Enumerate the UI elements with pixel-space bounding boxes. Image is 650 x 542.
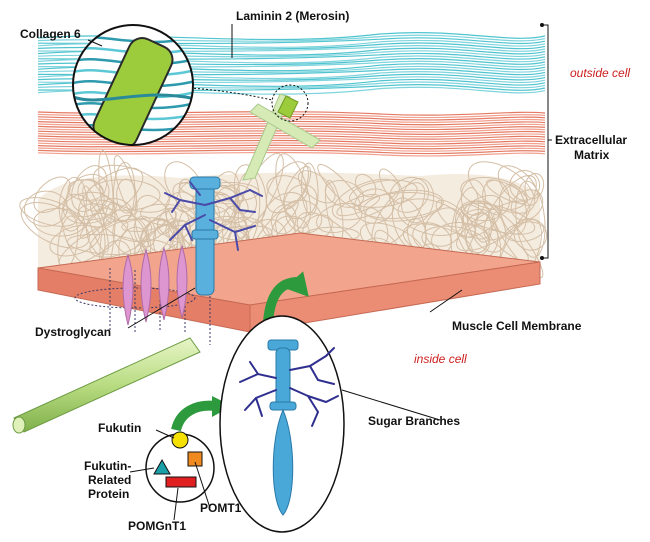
outside-cell-label: outside cell [570,66,630,80]
extracellular-label-line2: Matrix [574,148,610,162]
collagen-label: Collagen 6 [20,27,81,41]
sugar-chains-detail [239,347,339,427]
dystroglycan-rod [189,176,221,296]
dystroglycan-detail [267,339,299,516]
frp-shape [153,458,171,475]
laminin-label: Laminin 2 (Merosin) [236,9,349,23]
zoom-connector-line [189,87,273,101]
fukutin-label: Fukutin [98,421,141,435]
frp-label-line3: Protein [88,487,129,501]
extracellular-mesh [19,150,548,290]
transmembrane-helices [122,244,188,326]
pomgnt1-label: POMGnT1 [128,519,186,533]
cytoskeleton-tube [12,337,201,434]
green-arrow-enzymes [171,400,216,432]
sugar-chains-top [164,181,263,251]
extracellular-bracket [542,24,552,259]
sugar-branches-label: Sugar Branches [368,414,460,428]
extracellular-label-line1: Extracellular [555,133,627,147]
fukutin-shape [171,431,189,449]
pomt1-shape [187,451,203,467]
zoom-target-circle [271,84,309,122]
pomgnt1-shape [165,476,197,488]
dystroglycan-label: Dystroglycan [35,325,111,339]
frp-label-line1: Fukutin- [84,459,131,473]
pomt1-label: POMT1 [200,501,242,515]
laminin-cross-connector [242,93,321,181]
leader-lines [87,24,463,521]
collagen-zoom-inset [72,24,194,146]
inside-cell-label: inside cell [414,352,467,366]
muscle-membrane-label: Muscle Cell Membrane [452,319,582,333]
laminin-binding-rod [277,95,299,119]
frp-label-line2: Related [88,473,131,487]
